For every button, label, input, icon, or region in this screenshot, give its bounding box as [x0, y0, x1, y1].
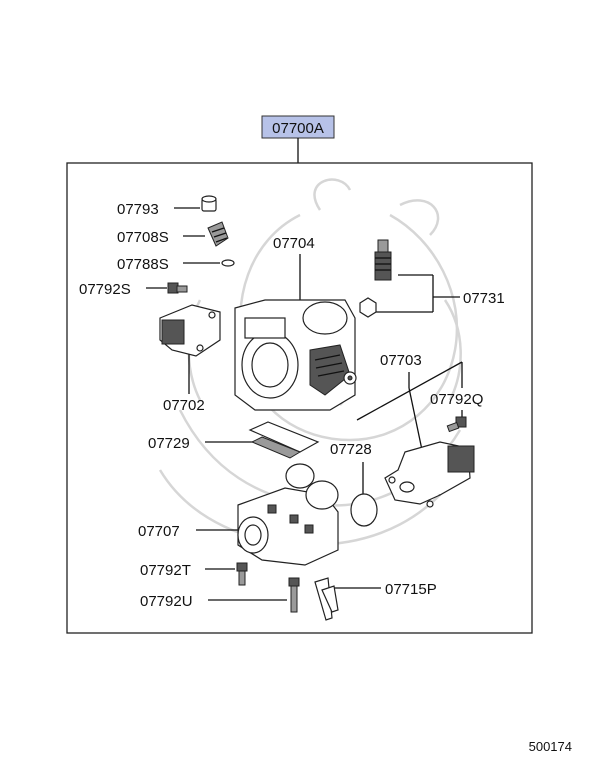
assembly-code-label: 07700A — [272, 120, 324, 137]
part-07702-tps[interactable] — [159, 304, 221, 357]
part-07788S-oring[interactable] — [221, 259, 235, 267]
part-label-07792S[interactable]: 07792S — [79, 281, 131, 298]
part-07704-throttle-body[interactable] — [234, 299, 357, 411]
part-label-07792T[interactable]: 07792T — [140, 562, 191, 579]
part-07715P-bracket[interactable] — [314, 577, 339, 621]
part-label-07707[interactable]: 07707 — [138, 523, 180, 540]
part-07708S-screw[interactable] — [207, 221, 229, 247]
part-label-07708S[interactable]: 07708S — [117, 229, 169, 246]
part-label-07729[interactable]: 07729 — [148, 435, 190, 452]
part-label-07731[interactable]: 07731 — [463, 290, 505, 307]
part-07792U-bolt[interactable] — [288, 577, 300, 613]
part-label-07792Q[interactable]: 07792Q — [430, 391, 483, 408]
part-07703-iac-valve[interactable] — [384, 441, 475, 508]
part-07728-oring[interactable] — [350, 493, 378, 527]
part-07793-cap[interactable] — [201, 195, 217, 212]
part-label-07704[interactable]: 07704 — [273, 235, 315, 252]
part-07792S-bolt[interactable] — [167, 282, 188, 294]
part-07729-gasket[interactable] — [248, 421, 320, 459]
part-07792Q-bolt[interactable] — [446, 416, 467, 433]
reference-number: 500174 — [529, 739, 572, 754]
part-label-07715P[interactable]: 07715P — [385, 581, 437, 598]
part-label-07728[interactable]: 07728 — [330, 441, 372, 458]
part-label-07702[interactable]: 07702 — [163, 397, 205, 414]
part-07792T-bolt[interactable] — [236, 562, 248, 586]
part-07707-adapter[interactable] — [237, 463, 339, 566]
leader-lines — [146, 207, 463, 601]
assembly-frame — [66, 162, 533, 634]
part-label-07792U[interactable]: 07792U — [140, 593, 193, 610]
part-label-07793[interactable]: 07793 — [117, 201, 159, 218]
part-07731-sensor[interactable] — [359, 239, 392, 318]
part-label-07703[interactable]: 07703 — [380, 352, 422, 369]
part-label-07788S[interactable]: 07788S — [117, 256, 169, 273]
